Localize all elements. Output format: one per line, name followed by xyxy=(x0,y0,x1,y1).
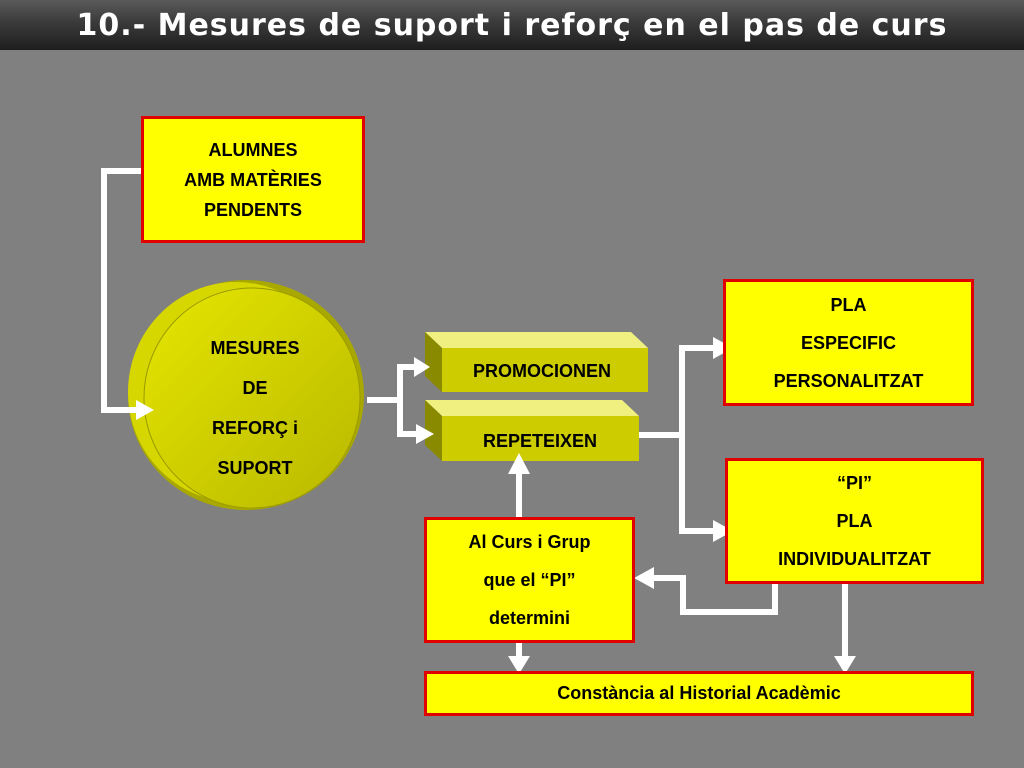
mesures-line-3: REFORÇ i xyxy=(211,418,298,438)
connector-alumnes-mesures xyxy=(101,168,141,413)
alumnes-line-2: AMB MATÈRIES xyxy=(184,169,322,190)
arrowhead-to-pi xyxy=(713,520,733,542)
arrowhead-to-disc xyxy=(136,400,154,420)
connector-pi-curs xyxy=(650,575,778,615)
arrowhead-to-repeteixen xyxy=(416,424,434,444)
constancia-label: Constància al Historial Acadèmic xyxy=(557,683,841,703)
constancia-box: Constància al Historial Acadèmic xyxy=(424,671,974,716)
pla-especific-box: PLA ESPECIFIC PERSONALITZAT xyxy=(723,279,974,406)
pi-line-2: PLA xyxy=(836,511,873,531)
pi-box: “PI” PLA INDIVIDUALITZAT xyxy=(725,458,984,584)
arrowhead-to-constancia-right xyxy=(834,656,856,674)
alumnes-box: ALUMNES AMB MATÈRIES PENDENTS xyxy=(141,116,365,243)
curs-line-2: que el “PI” xyxy=(483,570,576,590)
arrowhead-to-promocionen xyxy=(414,357,430,377)
arrowhead-to-constancia-left xyxy=(508,656,530,674)
arrowhead-to-curs xyxy=(634,567,654,589)
pla-especific-line-2: ESPECIFIC xyxy=(800,332,897,353)
repeteixen-box xyxy=(425,400,639,461)
curs-box: Al Curs i Grup que el “PI” determini xyxy=(424,517,635,643)
curs-line-3: determini xyxy=(488,608,571,628)
mesures-disc xyxy=(128,280,364,510)
mesures-line-2: DE xyxy=(242,378,268,398)
title-bar: 10.- Mesures de suport i reforç en el pa… xyxy=(0,0,1024,50)
connector-branch-promocionen xyxy=(397,364,418,437)
curs-line-1: Al Curs i Grup xyxy=(468,532,591,552)
arrowhead-up-to-repeteixen xyxy=(508,453,530,474)
pi-line-1: “PI” xyxy=(836,473,872,493)
mesures-line-1: MESURES xyxy=(210,338,300,358)
alumnes-line-3: PENDENTS xyxy=(203,199,302,220)
connector-fork-vertical xyxy=(679,345,714,534)
promocionen-box xyxy=(425,332,648,392)
promocionen-label: PROMOCIONEN xyxy=(472,361,611,381)
mesures-line-4: SUPORT xyxy=(217,458,293,478)
repeteixen-label: REPETEIXEN xyxy=(482,431,598,451)
mesures-label: MESURES DE REFORÇ i SUPORT xyxy=(190,328,320,488)
alumnes-line-1: ALUMNES xyxy=(208,139,298,160)
pla-especific-line-1: PLA xyxy=(830,294,867,315)
pla-especific-line-3: PERSONALITZAT xyxy=(773,370,924,391)
pi-line-3: INDIVIDUALITZAT xyxy=(778,549,931,569)
page-title: 10.- Mesures de suport i reforç en el pa… xyxy=(76,7,948,43)
